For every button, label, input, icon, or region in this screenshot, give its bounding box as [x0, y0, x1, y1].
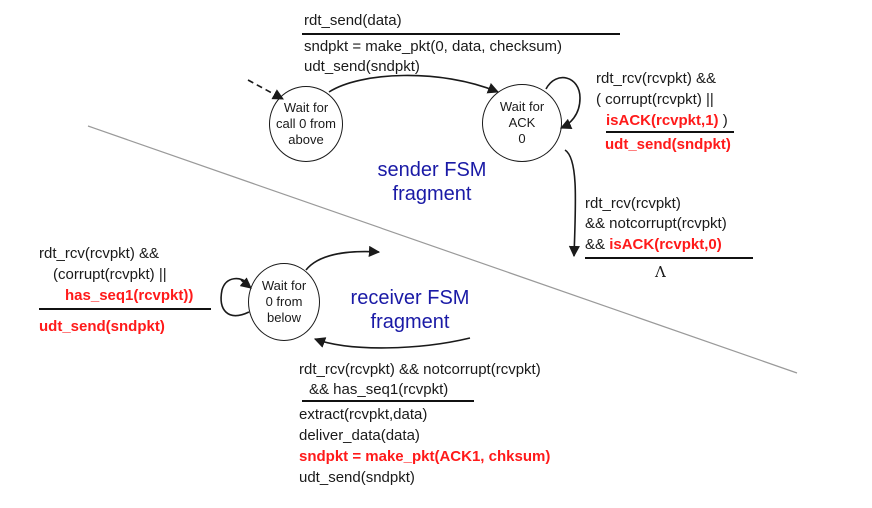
resend-event-line3: isACK(rcvpkt,1) ) [606, 112, 728, 130]
deliver-action-2: deliver_data(data) [299, 427, 420, 444]
ack-isack0: isACK(rcvpkt,0) [609, 236, 722, 253]
resend-event-line1: rdt_rcv(rcvpkt) && [596, 70, 717, 87]
sender-receiver-divider [87, 125, 798, 374]
dup-transition-bar [39, 308, 211, 310]
deliver-event-line1: rdt_rcv(rcvpkt) && notcorrupt(rcvpkt) [299, 361, 541, 378]
initial-state-arrow [247, 79, 284, 100]
arrow-send-transition [328, 74, 500, 94]
lambda-empty-action: Λ [655, 263, 666, 281]
receiver-label-line1: receiver FSM [350, 287, 470, 309]
dup-event-line1: rdt_rcv(rcvpkt) && [39, 245, 160, 262]
state-wait-call0-above: Wait for call 0 from above [269, 86, 343, 162]
resend-action: udt_send(sndpkt) [605, 136, 731, 153]
state-label-line: below [267, 310, 301, 325]
resend-event-line2: ( corrupt(rcvpkt) || [596, 91, 714, 108]
arrow-receiver-in [313, 337, 471, 349]
arrow-receiver-self-loop [220, 277, 250, 317]
send-transition-bar [302, 33, 620, 35]
resend-close-paren: ) [718, 112, 728, 129]
sender-fsm-label: sender FSM fragment [372, 158, 492, 206]
send-action-2: udt_send(sndpkt) [304, 58, 420, 75]
sender-label-line1: sender FSM [377, 159, 487, 181]
ack-and-prefix: && [585, 236, 610, 253]
ack-event-line2: && notcorrupt(rcvpkt) [585, 215, 727, 232]
state-label-line: 0 from [265, 294, 303, 309]
receiver-label-line2: fragment [370, 311, 450, 333]
ack-transition-bar [585, 257, 753, 259]
send-event-label: rdt_send(data) [304, 12, 402, 29]
deliver-transition-bar [302, 400, 474, 402]
arrow-receiver-self-loop-head [239, 277, 252, 289]
dup-action: udt_send(sndpkt) [39, 318, 165, 335]
resend-isack1: isACK(rcvpkt,1) [606, 112, 719, 129]
deliver-event-line2: && has_seq1(rcvpkt) [309, 381, 449, 398]
ack-event-line1: rdt_rcv(rcvpkt) [585, 195, 681, 212]
sender-label-line2: fragment [392, 183, 472, 205]
state-label-line: above [288, 132, 324, 147]
dup-event-line2: (corrupt(rcvpkt) || [53, 266, 167, 283]
arrow-receiver-out [305, 245, 381, 271]
state-wait-0-from-below: Wait for 0 from below [248, 263, 320, 341]
state-wait-ack0: Wait for ACK 0 [482, 84, 562, 162]
state-label-line: call 0 from [276, 116, 336, 131]
arrow-ack0-out [564, 149, 580, 258]
state-label-line: Wait for [261, 278, 307, 293]
deliver-action-3: sndpkt = make_pkt(ACK1, chksum) [299, 448, 551, 465]
send-action-1: sndpkt = make_pkt(0, data, checksum) [304, 38, 563, 55]
dup-event-line3: has_seq1(rcvpkt)) [65, 287, 194, 304]
arrow-ack0-self-loop [545, 76, 581, 130]
resend-transition-bar [606, 131, 734, 133]
ack-event-line3: && isACK(rcvpkt,0) [585, 236, 722, 254]
state-label-line: 0 [518, 131, 526, 146]
state-label-line: Wait for [499, 99, 545, 114]
receiver-fsm-label: receiver FSM fragment [340, 286, 480, 334]
state-label-line: ACK [508, 115, 536, 130]
deliver-action-4: udt_send(sndpkt) [299, 469, 415, 486]
deliver-action-1: extract(rcvpkt,data) [299, 406, 428, 423]
state-label-line: Wait for [283, 100, 329, 115]
